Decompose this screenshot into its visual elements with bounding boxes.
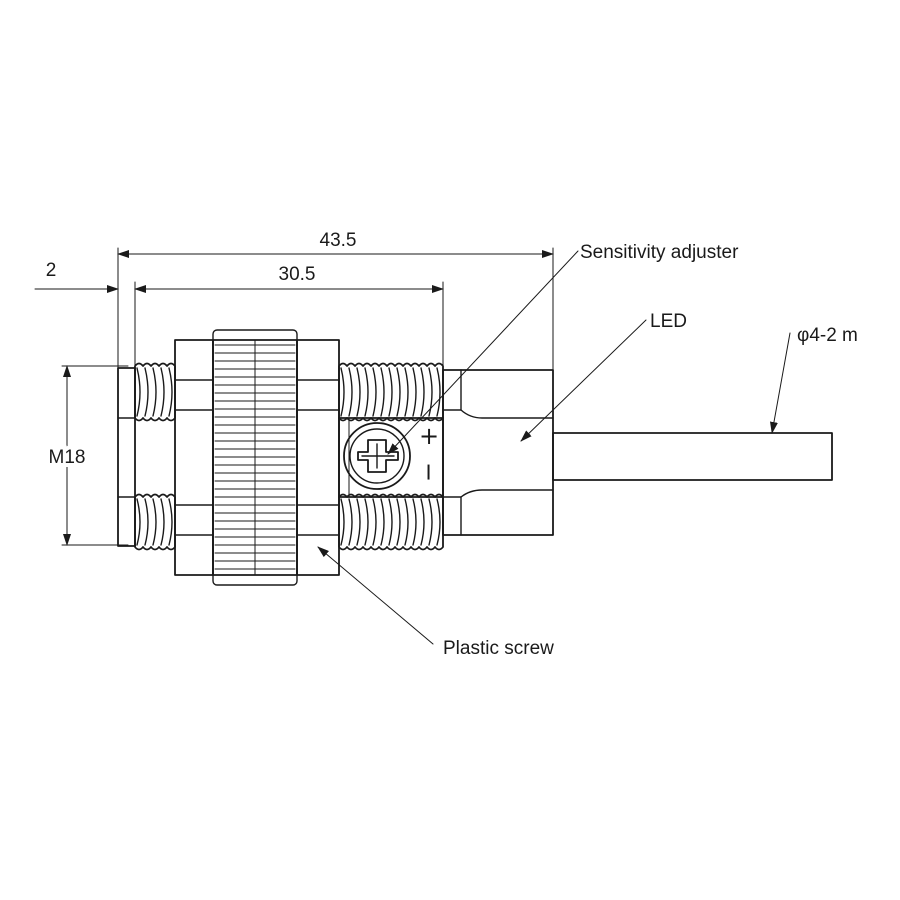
dimension-m18: M18 [45,365,129,546]
adjuster-plus-mark: + [419,422,439,450]
callout-cable: φ4-2 m [770,325,858,434]
thread-band-front-bottom [134,493,176,551]
knurl-ridges [214,339,296,576]
front-offset-label: 2 [46,260,57,281]
sensitivity-adjuster-label: Sensitivity adjuster [580,242,739,263]
thread-size-label: M18 [49,447,86,468]
sensor-front-face [117,367,136,547]
led-label: LED [650,311,687,332]
overall-length-label: 43.5 [320,230,357,251]
cable-label: φ4-2 m [797,325,858,346]
dimension-2: 2 [34,260,119,293]
cable-housing [442,369,554,536]
callout-led: LED [520,311,687,442]
lock-nut-left [174,339,214,576]
sensitivity-adjuster-knob[interactable] [343,422,411,490]
dimension-30-5: 30.5 [134,264,444,369]
dimension-43-5: 43.5 [117,230,554,379]
thread-length-label: 30.5 [279,264,316,285]
lock-nut-right [296,339,340,576]
plastic-screw-label: Plastic screw [443,638,554,659]
thread-band-front-top [134,362,176,422]
callout-plastic-screw: Plastic screw [317,546,554,659]
thread-band-rear-bottom [338,493,444,551]
callout-sensitivity-adjuster: Sensitivity adjuster [387,242,739,455]
knurled-ring [212,329,298,586]
adjuster-minus-mark: − [415,462,443,482]
cable [552,432,833,481]
